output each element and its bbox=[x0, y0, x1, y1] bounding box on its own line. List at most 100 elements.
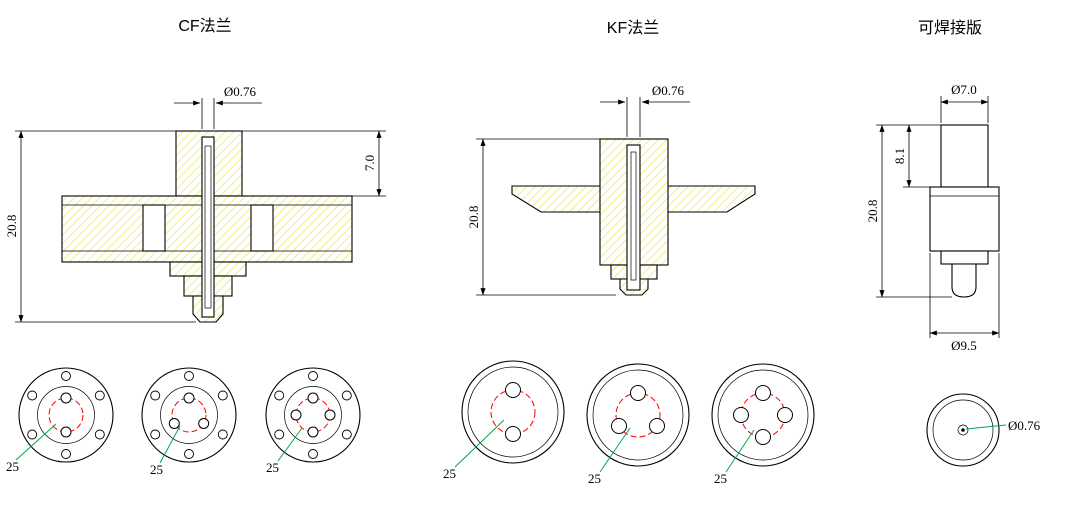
pin bbox=[630, 385, 646, 401]
bolt-hole bbox=[308, 371, 318, 381]
cf-bolt-hole-right bbox=[250, 204, 274, 252]
bolt-hole bbox=[274, 390, 285, 401]
kf-center-pin bbox=[630, 151, 637, 281]
cf-end-view-2pin: 25 bbox=[6, 367, 114, 474]
kf-outer-circle bbox=[586, 363, 690, 467]
cf-top-height-dimension-label: 7.0 bbox=[362, 155, 377, 171]
pin-count-label: 25 bbox=[588, 471, 601, 486]
pin bbox=[60, 392, 72, 404]
pin bbox=[307, 426, 319, 438]
bolt-hole bbox=[341, 429, 352, 440]
kf-end-view-3pin: 25 bbox=[586, 363, 690, 486]
bolt-hole bbox=[184, 449, 194, 459]
pin bbox=[755, 385, 771, 401]
pin bbox=[60, 426, 72, 438]
leader-line bbox=[454, 419, 505, 468]
kf-inner-circle bbox=[717, 369, 809, 461]
pin-count-label: 25 bbox=[6, 459, 19, 474]
cf-end-view-4pin: 25 bbox=[265, 367, 361, 475]
kf-column-title: KF法兰 bbox=[607, 19, 659, 37]
pin bbox=[290, 409, 302, 421]
pin bbox=[505, 426, 521, 442]
pin bbox=[755, 429, 771, 445]
bolt-hole bbox=[94, 429, 105, 440]
kf-bore-slot bbox=[626, 144, 641, 291]
cf-dimensions: Ø0.76 7.0 20.8 bbox=[4, 84, 386, 323]
pin bbox=[733, 407, 749, 423]
cf-flange-outer-circle bbox=[18, 367, 114, 463]
leader-line bbox=[725, 429, 755, 473]
kf-end-view-4pin: 25 bbox=[711, 363, 815, 486]
bolt-hole bbox=[341, 390, 352, 401]
weldable-bore-circle bbox=[957, 424, 969, 436]
cf-column-title: CF法兰 bbox=[178, 17, 231, 35]
pin bbox=[183, 392, 195, 404]
cf-bore-dimension-label: Ø0.76 bbox=[224, 84, 257, 99]
pin bbox=[505, 382, 521, 398]
pin-circle-dashed bbox=[171, 397, 207, 433]
kf-outer-circle bbox=[461, 360, 565, 464]
cf-flange-inner-circle bbox=[37, 386, 95, 444]
bolt-hole bbox=[61, 449, 71, 459]
weldable-center-pin-dot bbox=[961, 428, 965, 432]
cf-flange-outer-circle bbox=[141, 367, 237, 463]
kf-inner-circle bbox=[467, 366, 559, 458]
leader-line bbox=[965, 424, 1007, 430]
cf-flange-inner-circle bbox=[284, 386, 342, 444]
weldable-total-height-label: 20.8 bbox=[865, 200, 880, 223]
bolt-hole bbox=[94, 390, 105, 401]
kf-cross-section: Ø0.76 20.8 bbox=[466, 83, 756, 296]
bolt-hole bbox=[217, 390, 228, 401]
leader-line bbox=[277, 427, 303, 462]
weldable-dimensions: Ø7.0 8.1 20.8 Ø9.5 bbox=[865, 82, 1000, 353]
pin-circle-dashed bbox=[48, 397, 84, 433]
cf-cross-section: Ø0.76 7.0 20.8 bbox=[4, 84, 386, 323]
pin-count-label: 25 bbox=[266, 460, 279, 475]
bolt-hole bbox=[274, 429, 285, 440]
pin bbox=[307, 392, 319, 404]
pin bbox=[611, 418, 627, 434]
weldable-column-title: 可焊接版 bbox=[918, 19, 982, 37]
bolt-hole bbox=[184, 371, 194, 381]
kf-inner-circle bbox=[592, 369, 684, 461]
cf-bolt-hole-left bbox=[142, 204, 166, 252]
pin bbox=[324, 409, 336, 421]
pin bbox=[777, 407, 793, 423]
weldable-top-cylinder bbox=[940, 124, 989, 188]
pin-count-label: 25 bbox=[714, 471, 727, 486]
weldable-top-diameter-label: Ø7.0 bbox=[951, 82, 977, 97]
leader-line bbox=[599, 427, 631, 473]
weldable-body bbox=[929, 186, 1000, 252]
weldable-side-view: Ø7.0 8.1 20.8 Ø9.5 bbox=[865, 82, 1000, 353]
leader-line bbox=[159, 425, 181, 464]
pin-count-label: 25 bbox=[150, 462, 163, 477]
bolt-hole bbox=[217, 429, 228, 440]
bolt-hole bbox=[150, 390, 161, 401]
bolt-hole bbox=[27, 390, 38, 401]
weldable-body-diameter-label: Ø9.5 bbox=[951, 338, 977, 353]
bolt-hole bbox=[308, 449, 318, 459]
kf-dimensions: Ø0.76 20.8 bbox=[466, 83, 690, 296]
cf-flange-inner-circle bbox=[160, 386, 218, 444]
weldable-mid-circle bbox=[932, 399, 994, 461]
bolt-hole bbox=[150, 429, 161, 440]
pin bbox=[168, 418, 180, 429]
cf-center-pin bbox=[204, 145, 212, 309]
cf-total-height-dimension-label: 20.8 bbox=[4, 215, 19, 238]
kf-end-view-2pin: 25 bbox=[443, 360, 565, 481]
weldable-bore-label: Ø0.76 bbox=[1008, 418, 1041, 433]
cf-flange-outer-circle bbox=[265, 367, 361, 463]
bolt-hole bbox=[61, 371, 71, 381]
bolt-hole bbox=[27, 429, 38, 440]
pin bbox=[649, 418, 665, 434]
pin bbox=[198, 418, 210, 429]
weldable-top-height-label: 8.1 bbox=[892, 148, 907, 164]
leader-line bbox=[15, 423, 57, 461]
kf-outer-circle bbox=[711, 363, 815, 467]
pin-count-label: 25 bbox=[443, 466, 456, 481]
weldable-end-view: Ø0.76 bbox=[926, 393, 1041, 467]
cf-bore-slot bbox=[201, 136, 215, 318]
weldable-tip bbox=[951, 263, 977, 298]
weldable-shoulder bbox=[940, 250, 989, 265]
